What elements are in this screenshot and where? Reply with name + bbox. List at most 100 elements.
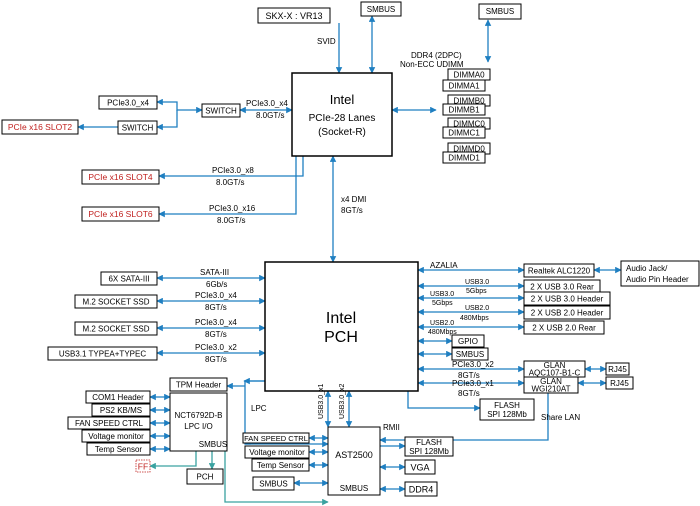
flash-bmc-line2: SPI 128Mb	[409, 447, 449, 456]
dimm-b0: DIMMB0	[453, 97, 485, 106]
sio-com1: COM1 Header	[92, 393, 144, 402]
flash-pch-box: FLASH SPI 128Mb	[479, 398, 535, 421]
sio-line1: NCT6792D-B	[174, 411, 222, 420]
pcie-x4-slot-box: PCIe3.0_x4	[98, 95, 158, 110]
usb20b-bus: USB2.0	[430, 320, 454, 327]
bus-x16-speed: 8.0GT/s	[217, 216, 245, 225]
m2-1-bus: PCIe3.0_x4	[195, 291, 237, 300]
glan2-box: GLAN WGI210AT	[523, 376, 579, 394]
gpio-box: GPIO	[451, 334, 485, 348]
usb-x2-label: USB3.0_x2	[339, 383, 346, 419]
smbus-left-label: SMBUS	[259, 480, 287, 489]
realtek-box: Realtek ALC1220	[523, 263, 595, 278]
realtek-label: Realtek ALC1220	[528, 267, 591, 276]
switch-1-box: SWITCH	[201, 103, 241, 118]
glan2-line2: WGI210AT	[532, 385, 571, 394]
usb20-rear-box: 2 X USB 2.0 Rear	[523, 320, 605, 335]
usb31-speed: 8GT/s	[205, 355, 227, 364]
usb31-label: USB3.1 TYPEA+TYPEC	[59, 350, 146, 359]
usb30-rear-label: 2 X USB 3.0 Rear	[530, 283, 594, 292]
rmii-label: RMII	[383, 423, 400, 432]
smbus-dimm-label: SMBUS	[486, 7, 514, 16]
sio-chip: NCT6792D-B LPC I/O SMBUS	[169, 392, 228, 452]
flash-pch-line1: FLASH	[494, 401, 520, 410]
post-code-text: FF	[138, 462, 148, 472]
post-code-display: FF	[135, 459, 151, 473]
pch-line1: Intel	[326, 310, 356, 327]
glan1-line2: AQC107-B1-C	[529, 369, 581, 378]
svid-label: SVID	[317, 37, 336, 46]
ddr4-title-2: Non-ECC UDIMM	[400, 60, 464, 69]
bus-x4-speed: 8.0GT/s	[256, 111, 284, 120]
dimm-group: DIMMA0 DIMMA1 DIMMB0 DIMMB1 DIMMC0 DIMMC…	[442, 68, 491, 164]
bmc-label: AST2500	[335, 450, 373, 460]
bus-x16-label: PCIe3.0_x16	[209, 204, 256, 213]
dimm-d1: DIMMD1	[448, 154, 480, 163]
gpio-label: GPIO	[458, 337, 478, 346]
switch-2-label: SWITCH	[122, 124, 154, 133]
dmi-speed: 8GT/s	[341, 206, 363, 215]
glan2-speed: 8GT/s	[458, 389, 480, 398]
flash-pch-line2: SPI 128Mb	[487, 410, 527, 419]
bus-x8-speed: 8.0GT/s	[216, 178, 244, 187]
bmc-smbus: SMBUS	[340, 484, 368, 493]
vr13-box: SKX-X : VR13	[257, 7, 331, 24]
pch-small-box: PCH	[186, 468, 224, 485]
usb31-box: USB3.1 TYPEA+TYPEC	[47, 346, 158, 361]
sata-bus: SATA-III	[200, 268, 229, 277]
azalia-label: AZALIA	[430, 261, 458, 270]
cpu-chip: Intel PCIe-28 Lanes (Socket-R)	[291, 72, 393, 157]
smbus-pch-box: SMBUS	[451, 347, 489, 361]
vga-box: VGA	[404, 459, 436, 475]
slot4-label: PCIe x16 SLOT4	[88, 172, 153, 182]
pch-small-label: PCH	[197, 473, 214, 482]
switch-1-label: SWITCH	[205, 107, 237, 116]
dimm-a1: DIMMA1	[448, 82, 480, 91]
usb30b-bus: USB3.0	[430, 291, 454, 298]
usb-x1-label: USB3.0_x1	[318, 383, 325, 419]
slot2-label: PCIe x16 SLOT2	[8, 122, 73, 132]
bus-x8-label: PCIe3.0_x8	[212, 166, 254, 175]
usb20a-speed: 480Mbps	[460, 315, 489, 322]
usb20-header-label: 2 X USB 2.0 Header	[531, 309, 604, 318]
ddr4-title-1: DDR4 (2DPC)	[411, 51, 462, 60]
share-lan-label: Share LAN	[541, 413, 580, 422]
rj45-1-label: RJ45	[608, 365, 627, 374]
usb30a-speed: 5Gbps	[466, 288, 487, 295]
dimm-a0: DIMMA0	[453, 71, 485, 80]
m2-2-bus: PCIe3.0_x4	[195, 318, 237, 327]
audio-line2: Audio Pin Header	[626, 275, 689, 284]
bus-x4-label: PCIe3.0_x4	[246, 99, 288, 108]
slot6-label: PCIe x16 SLOT6	[88, 209, 153, 219]
lpc-label: LPC	[251, 404, 267, 413]
cpu-line3: (Socket-R)	[318, 127, 366, 138]
cpu-line2: PCIe-28 Lanes	[309, 113, 376, 124]
cpu-line1: Intel	[330, 92, 355, 107]
m2-ssd-1-label: M.2 SOCKET SSD	[83, 298, 150, 307]
smbus-left-box: SMBUS	[252, 476, 295, 491]
usb20b-speed: 480Mbps	[428, 329, 457, 336]
sata-speed: 6Gb/s	[206, 280, 227, 289]
dimm-d0: DIMMD0	[453, 145, 485, 154]
slot4-box: PCIe x16 SLOT4	[81, 169, 160, 185]
m2-ssd-2-box: M.2 SOCKET SSD	[74, 321, 158, 336]
ddr4-bmc-box: DDR4	[404, 481, 438, 497]
usb30-header-label: 2 X USB 3.0 Header	[531, 295, 604, 304]
pcie-x4-slot-label: PCIe3.0_x4	[107, 99, 149, 108]
m2-ssd-1-box: M.2 SOCKET SSD	[74, 294, 158, 309]
m2-1-speed: 8GT/s	[205, 303, 227, 312]
glan2-bus: PCIe3.0_x1	[452, 379, 494, 388]
bmc-voltage: Voltage monitor	[249, 448, 305, 457]
m2-2-speed: 8GT/s	[205, 330, 227, 339]
bmc-chip: AST2500 SMBUS	[327, 426, 381, 496]
usb20-rear-label: 2 X USB 2.0 Rear	[532, 324, 596, 333]
smbus-pch-label: SMBUS	[456, 350, 484, 359]
sio-voltage: Voltage monitor	[88, 432, 144, 441]
usb30-header-box: 2 X USB 3.0 Header	[523, 291, 611, 306]
bmc-fan: FAN SPEED CTRL	[244, 434, 308, 443]
smbus-dimm-box: SMBUS	[478, 3, 522, 20]
tpm-label: TPM Header	[176, 381, 222, 390]
switch-2-box: SWITCH	[117, 120, 158, 135]
dmi-label: x4 DMI	[341, 195, 366, 204]
